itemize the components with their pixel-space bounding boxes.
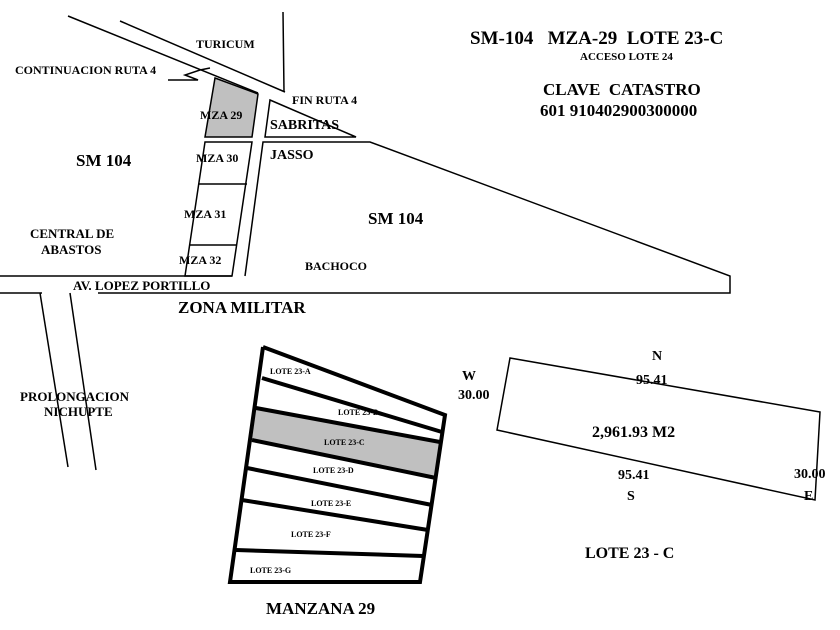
title: SM-104 MZA-29 LOTE 23-C — [470, 28, 723, 49]
lote-label: LOTE 23-B — [338, 408, 379, 417]
label-prolongacion: PROLONGACION — [20, 389, 130, 404]
south-length: 95.41 — [618, 468, 650, 483]
label-abastos: ABASTOS — [41, 242, 101, 257]
label-sabritas: SABRITAS — [270, 118, 339, 133]
lote-label: LOTE 23-A — [270, 367, 311, 376]
west-label: W — [462, 369, 476, 384]
lote-label: LOTE 23-C — [324, 438, 365, 447]
road-lines — [0, 11, 731, 471]
west-length: 30.00 — [458, 388, 490, 403]
clave-catastro-label: CLAVE CATASTRO — [543, 80, 701, 99]
label-central-de: CENTRAL DE — [30, 226, 114, 241]
lot-outline — [496, 357, 821, 501]
south-label: S — [627, 489, 635, 504]
lot-caption: LOTE 23 - C — [585, 545, 674, 562]
subtitle: ACCESO LOTE 24 — [580, 51, 673, 63]
manzana-29-lots: LOTE 23-A LOTE 23-B LOTE 23-C LOTE 23-D … — [227, 345, 448, 584]
manzana-title: MANZANA 29 — [266, 599, 375, 618]
lote-label: LOTE 23-G — [250, 566, 291, 575]
label-mza-31: MZA 31 — [184, 207, 226, 221]
label-bachoco: BACHOCO — [305, 259, 367, 273]
north-length: 95.41 — [636, 373, 668, 388]
east-length: 30.00 — [794, 467, 826, 482]
label-zona-militar: ZONA MILITAR — [178, 298, 306, 317]
label-turicum: TURICUM — [196, 37, 255, 51]
mza-29-block — [204, 76, 259, 138]
label-av-lopez-portillo: AV. LOPEZ PORTILLO — [73, 278, 210, 293]
lote-label: LOTE 23-F — [291, 530, 331, 539]
clave-catastro-value: 601 910402900300000 — [540, 101, 697, 120]
north-label: N — [652, 349, 662, 364]
label-sm104-right: SM 104 — [368, 209, 424, 228]
mza-blocks — [184, 141, 253, 277]
label-mza-29: MZA 29 — [200, 108, 242, 122]
label-mza-30: MZA 30 — [196, 151, 238, 165]
label-continuacion-ruta-4: CONTINUACION RUTA 4 — [15, 63, 156, 77]
east-label: E — [804, 489, 813, 504]
lote-label: LOTE 23-D — [313, 466, 354, 475]
label-nichupte: NICHUPTE — [44, 404, 113, 419]
label-jasso: JASSO — [270, 148, 314, 163]
label-fin-ruta-4: FIN RUTA 4 — [292, 93, 357, 107]
area: 2,961.93 M2 — [592, 424, 675, 441]
label-mza-32: MZA 32 — [179, 253, 221, 267]
label-sm104-left: SM 104 — [76, 151, 132, 170]
lote-23-c-highlight — [252, 408, 440, 478]
lote-label: LOTE 23-E — [311, 499, 351, 508]
